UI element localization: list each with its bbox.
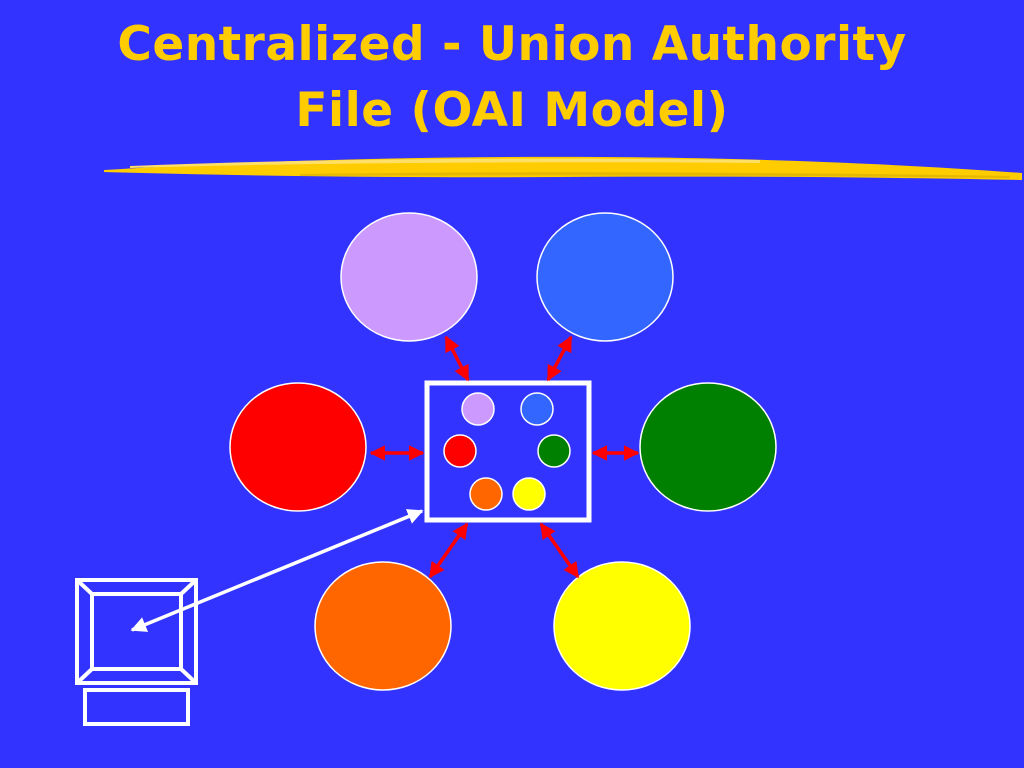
node-blue <box>536 212 674 342</box>
title-underline-brush <box>104 156 1022 180</box>
title-line-1: Centralized - Union Authority <box>117 17 907 72</box>
title-line-2: File (OAI Model) <box>295 83 729 138</box>
mini-node-yellow <box>512 477 546 511</box>
connector-blue <box>546 335 573 382</box>
connector-orange <box>428 522 469 579</box>
central-union-file-box <box>424 380 592 523</box>
node-lavender <box>340 212 478 342</box>
node-green <box>639 382 777 512</box>
computer-base <box>83 688 190 726</box>
mini-node-red <box>443 434 477 468</box>
mini-node-lavender <box>461 392 495 426</box>
mini-node-green <box>537 434 571 468</box>
connector-lavender <box>444 335 470 382</box>
computer-monitor-icon <box>75 578 198 726</box>
node-yellow <box>553 561 691 691</box>
mini-node-orange <box>469 477 503 511</box>
slide-title: Centralized - Union Authority File (OAI … <box>0 12 1024 144</box>
node-red <box>229 382 367 512</box>
connector-yellow <box>539 522 580 579</box>
node-orange <box>314 561 452 691</box>
mini-node-blue <box>520 392 554 426</box>
